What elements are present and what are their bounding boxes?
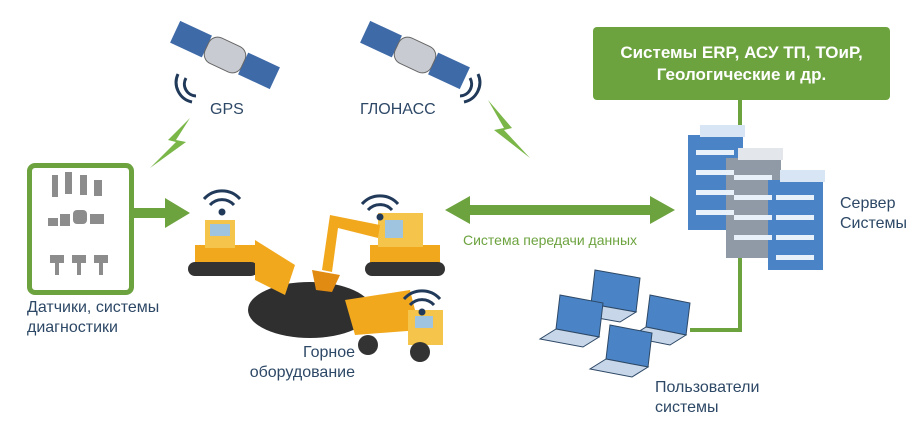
signal-icon [174, 73, 482, 104]
transfer-label: Система передачи данных [463, 232, 638, 248]
erp-line2: Геологические и др. [656, 64, 827, 84]
users-label: Пользователи системы [655, 378, 759, 418]
connector-line [690, 100, 742, 332]
server-slots [696, 150, 814, 260]
equipment-label: Горное оборудование [225, 343, 355, 383]
ore-pile [248, 282, 372, 338]
wifi-icon [202, 189, 442, 316]
server-label-line2: Системы [840, 215, 908, 232]
server-label: Сервер Системы [840, 194, 907, 234]
sensors-label: Датчики, системы диагностики [27, 298, 159, 338]
sensor-devices-icon [48, 172, 108, 275]
users-label-line2: системы [655, 399, 719, 416]
gps-label: GPS [210, 101, 244, 118]
equipment-label-line1: Горное [302, 344, 355, 361]
equipment-label-line2: оборудование [249, 364, 355, 381]
erp-systems-box: Системы ERP, АСУ ТП, ТОиР, Геологические… [593, 27, 890, 100]
wireless-link-icon [150, 118, 190, 168]
sensors-label-line1: Датчики, системы [27, 299, 160, 316]
erp-line1: Системы ERP, АСУ ТП, ТОиР, [620, 42, 863, 62]
data-transfer-arrow-icon [445, 196, 675, 224]
excavator-icon [312, 213, 445, 292]
server-label-line1: Сервер [840, 195, 896, 212]
sensors-box [27, 163, 134, 295]
glonass-satellite-icon [360, 20, 470, 90]
users-label-line1: Пользователи [655, 379, 760, 396]
laptop-icons [538, 269, 691, 378]
arrow-icon [129, 198, 190, 228]
dump-truck-icon [345, 290, 443, 362]
wireless-link-icon [488, 100, 530, 158]
sensors-label-line2: диагностики [27, 319, 118, 336]
loader-icon [188, 220, 295, 295]
glonass-label: ГЛОНАСС [360, 101, 436, 118]
gps-satellite-icon [170, 20, 280, 90]
